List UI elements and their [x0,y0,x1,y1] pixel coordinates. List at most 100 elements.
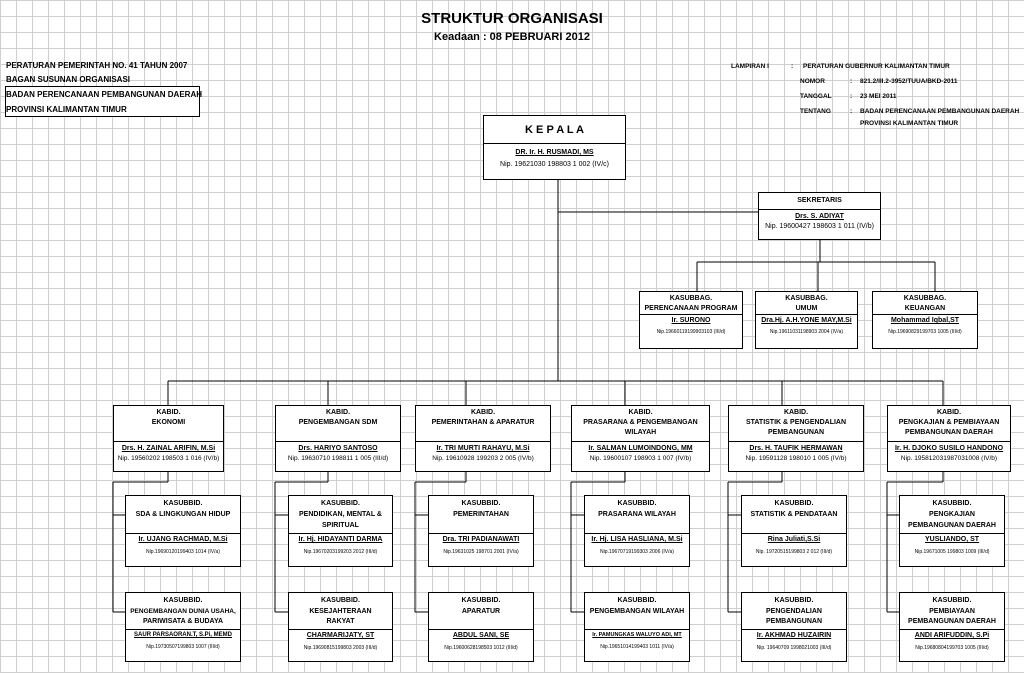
kasubbid-title: KASUBBID. [163,500,203,507]
kasubbid-nip: Nip.19671005 199803 1009 (III/d) [914,549,990,555]
kasubbid-title: KASUBBID. [321,597,360,604]
kasubbid-title: KASUBBID. [461,500,501,507]
kasubbid-name: ANDI ARIFUDDIN, S.Pi [914,632,990,639]
kasubbid-nip: Nip.19670203199203 2012 (III/d) [303,549,378,555]
kasubbid-unit: PEMBIAYAAN [929,608,975,615]
kasubbid-unit: PENGEMBANGAN WILAYAH [589,608,685,615]
kasubbid-aparatur-box: KASUBBID. APARATUR ABDUL SANI, SE Nip.19… [428,592,534,662]
kabid-statistik-box: KABID. STATISTIK & PENGENDALIAN PEMBANGU… [728,405,864,472]
kasubbid-unit: PENGENDALIAN [765,608,822,615]
kasubbid-unit-2 [742,518,846,530]
kasubbag-title: KASUBBAG. [785,295,828,302]
kabid-name: Drs. HARIYO SANTOSO [298,445,378,452]
kasubbid-name: ABDUL SANI, SE [452,632,510,639]
kepala-nip: Nip. 19621030 198803 1 002 (IV/c) [500,161,609,168]
kasubbid-unit-2 [126,518,240,530]
kabid-unit: PRASARANA & PENGEMBANGAN [583,419,698,426]
kasubbid-unit: SDA & LINGKUNGAN HIDUP [135,511,231,518]
kasubbid-name: YUSLIANDO, ST [924,536,980,543]
organization-chart-label: BAGAN SUSUNAN ORGANISASI [6,75,131,84]
kepala-title: K E P A L A [525,124,584,136]
kabid-ekonomi-box: KABID. EKONOMI Drs. H. ZAINAL ARIFIN, M.… [113,405,224,472]
kasubbid-unit-2 [585,518,689,530]
kasubbid-title: KASUBBID. [617,500,657,507]
kasubbid-unit-2: RAKYAT [326,618,355,625]
kasubbid-pengendalian-box: KASUBBID. PENGENDALIAN PEMBANGUNAN Ir. A… [741,592,847,662]
kasubbid-title: KASUBBID. [163,597,203,604]
kasubbid-name: Rina Juliati,S.Si [767,536,821,543]
subject-label: TENTANG [800,108,831,115]
kasubbid-name: Ir. AKHMAD HUZAIRIN [756,632,832,639]
kabid-pemerintahan-box: KABID. PEMERINTAHAN & APARATUR Ir. TRI M… [415,405,551,472]
kasubbid-nip: Nip.19690815199803 2003 (III/d) [303,645,378,651]
kasubbid-title: KASUBBID. [932,500,972,507]
kasubbid-title: KASUBBID. [774,597,814,604]
kabid-title: KABID. [325,409,351,416]
kasubbid-title: KASUBBID. [932,597,972,604]
kasubbid-title: KASUBBID. [617,597,657,604]
kasubbag-unit: PERENCANAAN PROGRAM [644,305,738,312]
kasubbid-unit: KESEJAHTERAAN [309,608,372,615]
sekretaris-nip: Nip. 19600427 198603 1 011 (IV/b) [765,223,874,230]
kasubbid-unit: PENDIDIKAN, MENTAL & [299,511,382,518]
kabid-title: KABID. [470,409,496,416]
kabid-sdm-box: KABID. PENGEMBANGAN SDM Drs. HARIYO SANT… [275,405,401,472]
kasubbid-unit: PEMERINTAHAN [453,511,509,518]
number-colon: : [850,78,853,85]
kasubbag-nip: Nip.19690829199703 1005 (III/d) [888,329,962,335]
kabid-nip: Nip. 19610928 199203 2 005 (IV/b) [432,455,534,462]
kasubbag-nip: Nip.19611031198903 2004 (IV/a) [769,329,844,335]
kasubbid-unit: PRASARANA WILAYAH [598,511,676,518]
kasubbag-title: KASUBBAG. [903,295,947,302]
kasubbid-nip: Nip.19600628198503 1012 (III/d) [444,645,518,651]
kasubbid-unit: STATISTIK & PENDATAAN [750,511,838,518]
appendix-label: LAMPIRAN I [731,63,769,70]
kasubbid-unit-2: PEMBANGUNAN DAERAH [908,618,996,625]
page-subtitle: Keadaan : 08 PEBRUARI 2012 [434,31,590,43]
regulation-text: PERATURAN PEMERINTAH NO. 41 TAHUN 2007 [6,61,188,70]
kasubbid-unit-2: PARIWISATA & BUDAYA [142,618,224,625]
number-value: 821.2/III.2-3952/TUUA/BKD-2011 [860,78,958,85]
subject-colon: : [850,108,853,115]
kasubbid-nip: Nip.19690120199403 1014 (IV/a) [146,549,220,555]
sekretaris-title: SEKRETARIS [797,197,842,204]
kabid-title: KABID. [156,409,181,416]
province-name: PROVINSI KALIMANTAN TIMUR [6,105,127,114]
sekretaris-box: SEKRETARIS Drs. S. ADIYAT Nip. 19600427 … [758,192,881,240]
kasubbid-name: SAUR PARSAORAN.T, S.Pi, MEMD [134,632,232,638]
date-value: 23 MEI 2011 [860,93,897,100]
kasubbid-unit: APARATUR [461,608,501,615]
kasubbid-name: Ir. UJANG RACHMAD, M.Si [138,536,228,543]
kabid-title: KABID. [783,409,809,416]
kabid-name: Ir. SALMAN LUMOINDONG, MM [588,445,693,452]
date-label: TANGGAL [800,93,832,100]
kasubbid-nip: Nip. 19640709 1998021003 (III/d) [756,645,832,651]
institution-name: BADAN PERENCANAAN PEMBANGUNAN DAERAH [6,90,203,99]
kabid-title: KABID. [936,409,962,416]
kasubbid-pengembangan-wilayah-box: KASUBBID. PENGEMBANGAN WILAYAH Ir. PAMUN… [584,592,690,662]
kabid-unit: STATISTIK & PENGENDALIAN [745,419,847,426]
kasubbid-title: KASUBBID. [461,597,501,604]
kabid-unit: EKONOMI [151,419,186,426]
kabid-nip: Nip. 19630710 198811 1 005 (III/d) [287,455,389,462]
kasubbid-nip: Nip.19730507199803 1007 (III/d) [146,644,220,650]
kabid-pengkajian-box: KABID. PENGKAJIAN & PEMBIAYAAN PEMBANGUN… [887,405,1011,472]
kabid-unit-2: PEMBANGUNAN [768,429,824,436]
date-colon: : [850,93,853,100]
kabid-title: KABID. [628,409,653,416]
kasubbid-sda-box: KASUBBID. SDA & LINGKUNGAN HIDUP Ir. UJA… [125,495,241,567]
kepala-name: DR. Ir. H. RUSMADI, MS [515,149,594,156]
kasubbid-nip: Nip.19631025 198701 2001 (IV/a) [443,549,519,555]
kabid-unit-2: WILAYAH [624,429,657,436]
kasubbid-name: Ir. Hj. HIDAYANTI DARMA [298,536,383,543]
kasubbid-unit-2 [429,615,533,626]
kasubbid-unit-2: PEMBANGUNAN [766,618,822,625]
kasubbag-nip: Nip.19660119199903103 (III/d) [656,329,726,335]
kasubbid-unit-2: SPIRITUAL [322,522,359,529]
kabid-prasarana-box: KABID. PRASARANA & PENGEMBANGAN WILAYAH … [571,405,710,472]
kasubbag-name: Mohammad Iqbal,ST [890,317,960,324]
kasubbid-name: Ir. PAMUNGKAS WALUYO ADI, MT [592,632,682,638]
kabid-nip: Nip. 195812031987031008 (IV/b) [900,455,998,462]
kabid-unit-2 [276,426,400,437]
